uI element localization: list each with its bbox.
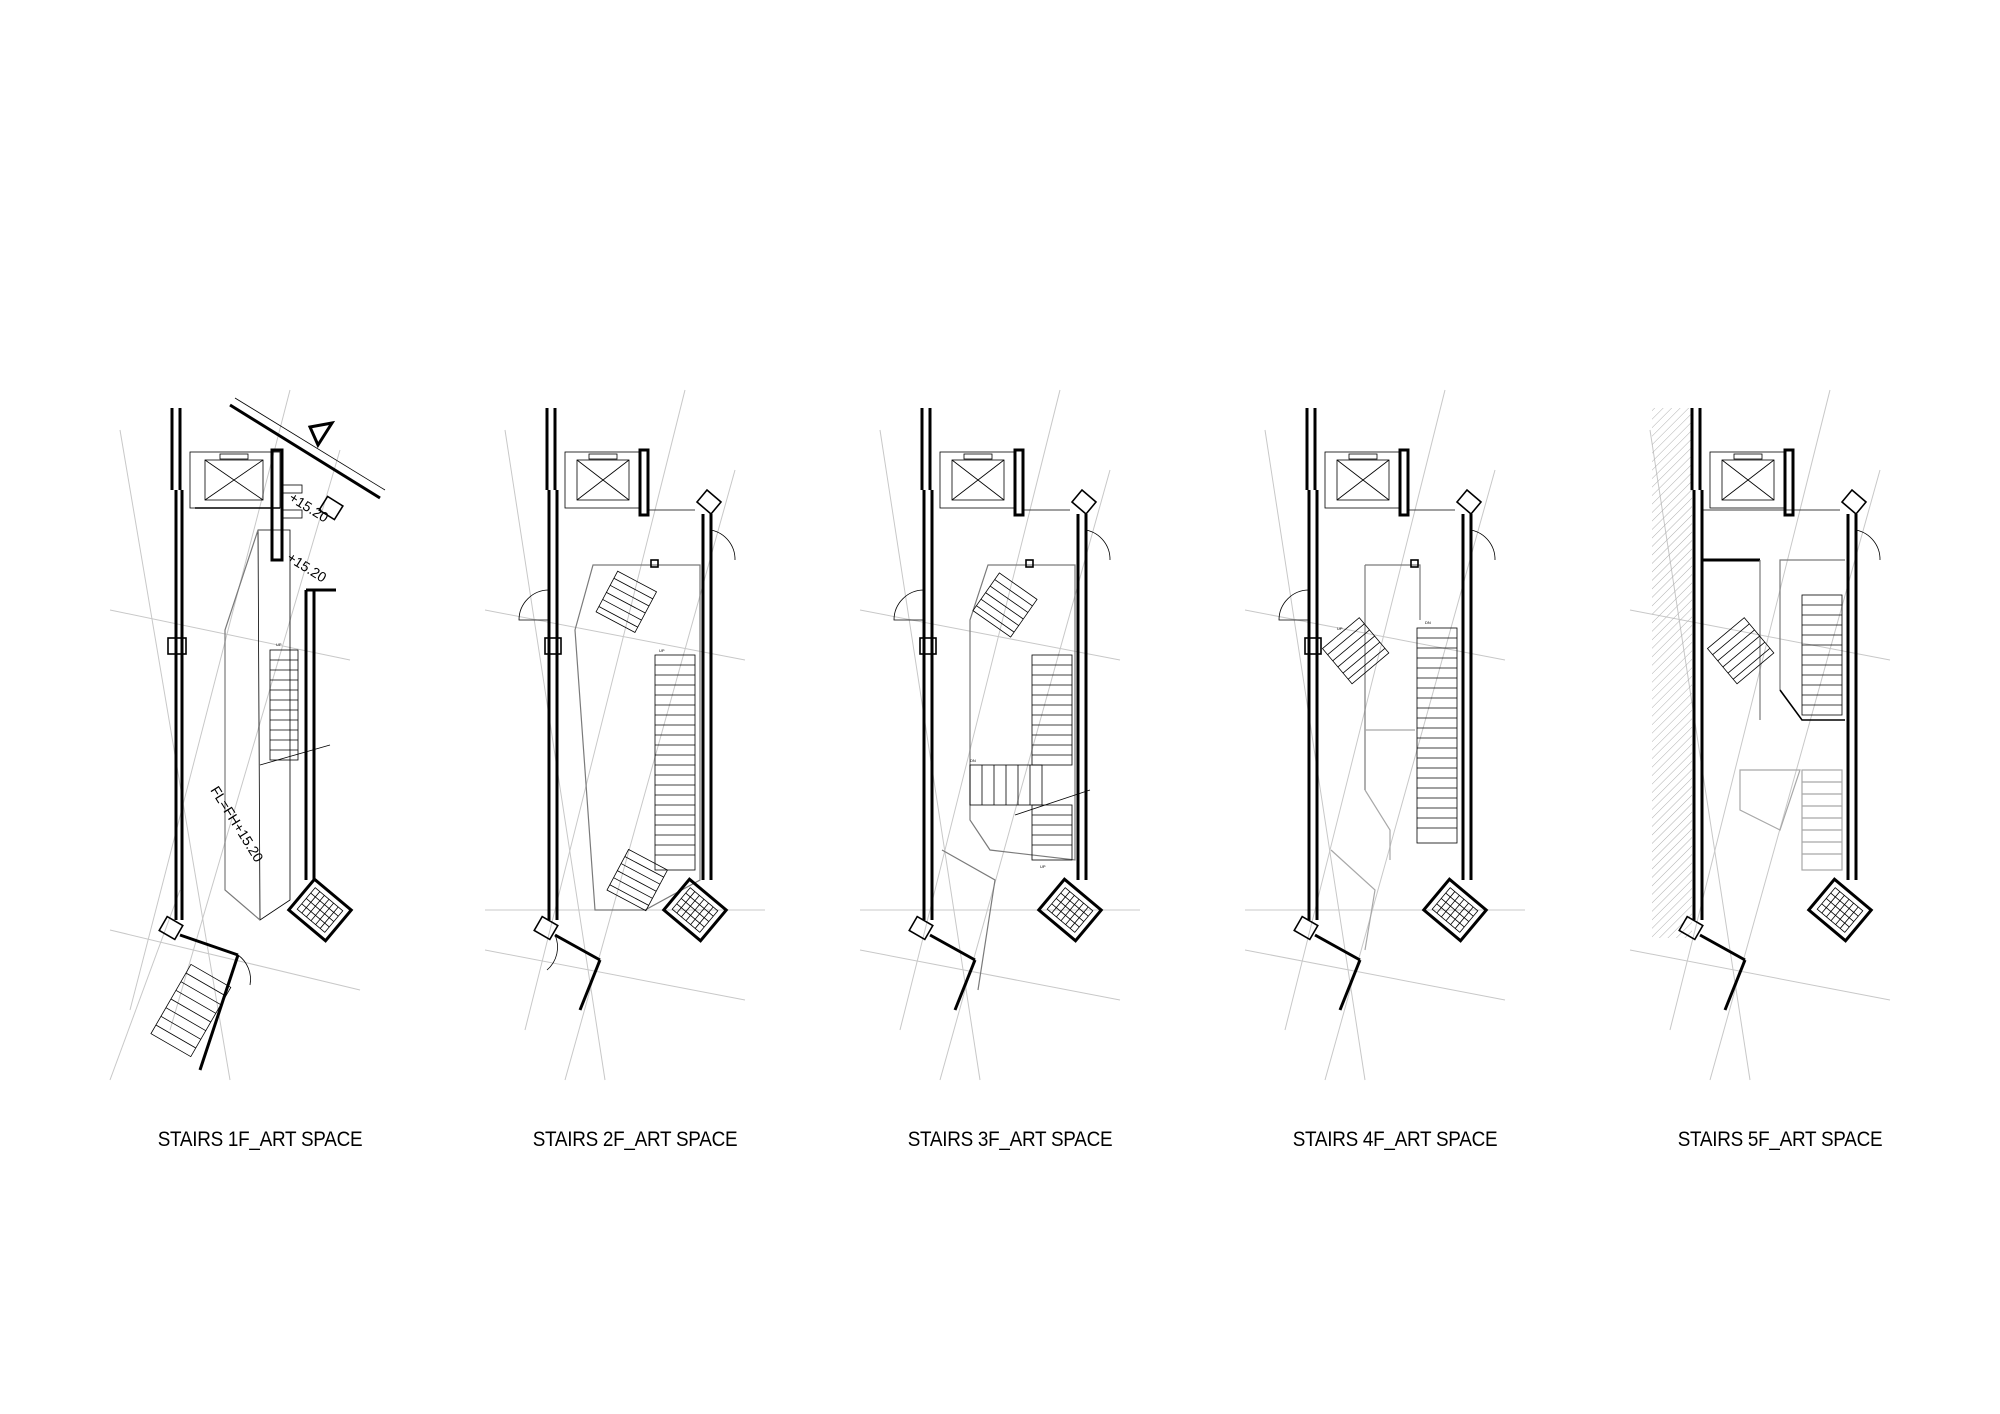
stair-flight: [595, 570, 658, 633]
caption-5f: STAIRS 5F_ART SPACE: [1677, 1128, 1883, 1151]
entrance-stair: [150, 963, 232, 1058]
floor-level-label: FL=FH+15.20: [207, 783, 266, 865]
stair-plan-2f: UP: [484, 389, 785, 1081]
shaft-grid: [1421, 877, 1489, 943]
shaft-grid: [286, 877, 354, 943]
up-label: UP: [659, 648, 665, 653]
up-label: UP: [1337, 626, 1343, 631]
column: [167, 637, 187, 655]
stair-plan-5f: [1629, 389, 1930, 1081]
caption-3f: STAIRS 3F_ART SPACE: [907, 1128, 1113, 1151]
down-label: DN: [970, 758, 976, 763]
caption-1f: STAIRS 1F_ART SPACE: [157, 1128, 363, 1151]
caption-2f: STAIRS 2F_ART SPACE: [532, 1128, 738, 1151]
stair-plan-3f-drawing: DN UP: [859, 389, 1140, 1081]
stair-plan-4f: UP DN: [1244, 389, 1545, 1081]
up-label: UP: [276, 642, 282, 647]
stair-plan-1f: +15.20 +15.20: [109, 389, 410, 1081]
stair-flight: [972, 572, 1038, 638]
caption-4f: STAIRS 4F_ART SPACE: [1292, 1128, 1498, 1151]
stair-plan-3f: DN UP: [859, 389, 1160, 1081]
stair-flight: [259, 649, 331, 766]
level-label: +15.20: [284, 549, 329, 586]
shaft-grid: [661, 877, 729, 943]
stair-plan-5f-drawing: [1629, 389, 1891, 1081]
stair-plan-2f-drawing: UP: [484, 389, 765, 1081]
stair-plan-1f-drawing: +15.20 +15.20: [109, 389, 386, 1081]
up-label: UP: [1040, 864, 1046, 869]
hatched-wall: [1652, 408, 1692, 938]
level-label: +15.20: [286, 489, 331, 526]
shaft-grid: [1036, 877, 1104, 943]
entrance-arrow-icon: [307, 420, 336, 449]
stair-flight: [654, 654, 696, 871]
shaft-grid: [1806, 877, 1874, 943]
stair-flight: [1321, 617, 1390, 685]
stair-flight: [1706, 617, 1775, 685]
stair-plan-4f-drawing: UP DN: [1244, 389, 1525, 1081]
down-label: DN: [1425, 620, 1431, 625]
